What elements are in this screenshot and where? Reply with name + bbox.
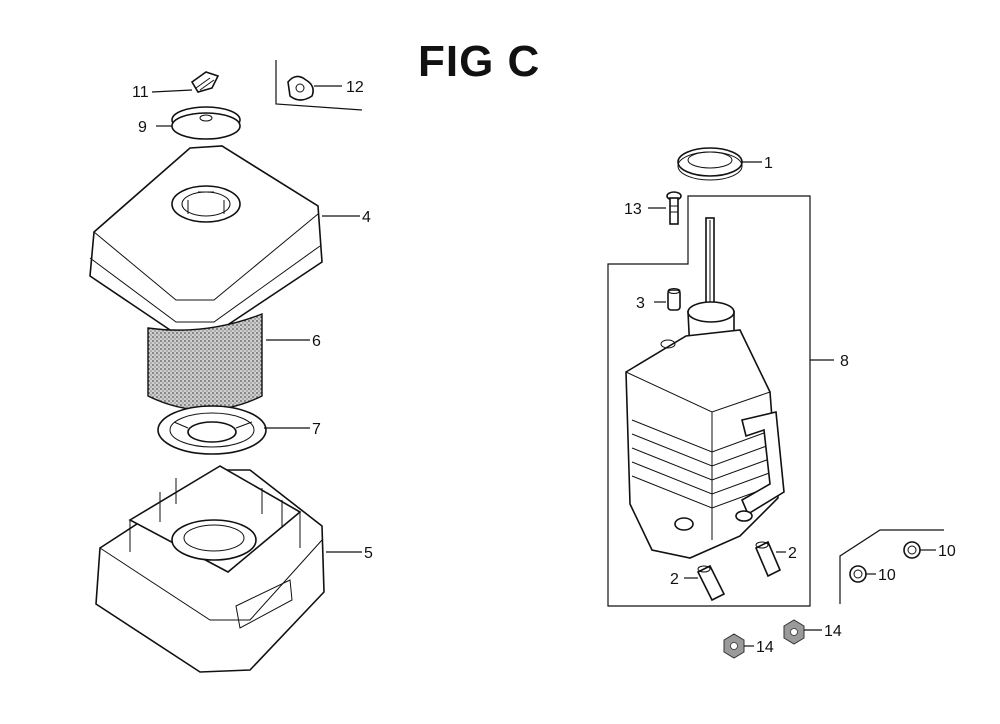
o-ring-part-1 [677, 147, 762, 181]
seal-ring-part-7 [157, 405, 310, 455]
callout-2b: 2 [670, 571, 679, 588]
callout-7: 7 [312, 421, 321, 438]
figure-title: FIG C [418, 37, 541, 86]
assembly-bracket-part-8 [607, 195, 834, 607]
callout-14a: 14 [756, 639, 774, 656]
callout-9: 9 [138, 119, 147, 136]
nut-part-10 [839, 529, 944, 604]
callout-12: 12 [346, 79, 364, 96]
callout-3: 3 [636, 295, 645, 312]
dowel-pin-part-3 [654, 288, 681, 311]
callout-5: 5 [364, 545, 373, 562]
callout-14b: 14 [824, 623, 842, 640]
callout-8: 8 [840, 353, 849, 370]
air-cleaner-cover-part-4 [89, 145, 360, 335]
dowel-part-2b [684, 564, 726, 602]
callout-10b: 10 [938, 543, 956, 560]
callout-10a: 10 [878, 567, 896, 584]
callout-2a: 2 [788, 545, 797, 562]
wing-nut-part-12 [275, 60, 363, 111]
callout-13: 13 [624, 201, 642, 218]
foam-element-part-6 [147, 312, 310, 411]
washer-part-9 [156, 106, 241, 140]
cylinder-body-part-8 [625, 217, 785, 559]
bolt-part-13 [648, 191, 682, 225]
wing-bolt-part-11 [151, 71, 220, 93]
hex-nut-part-14 [723, 619, 822, 659]
callout-11: 11 [132, 84, 149, 101]
callout-4: 4 [362, 209, 371, 226]
air-cleaner-base-part-5 [95, 465, 362, 673]
callout-6: 6 [312, 333, 321, 350]
dowel-part-2a [754, 540, 786, 578]
callout-1: 1 [764, 155, 773, 172]
